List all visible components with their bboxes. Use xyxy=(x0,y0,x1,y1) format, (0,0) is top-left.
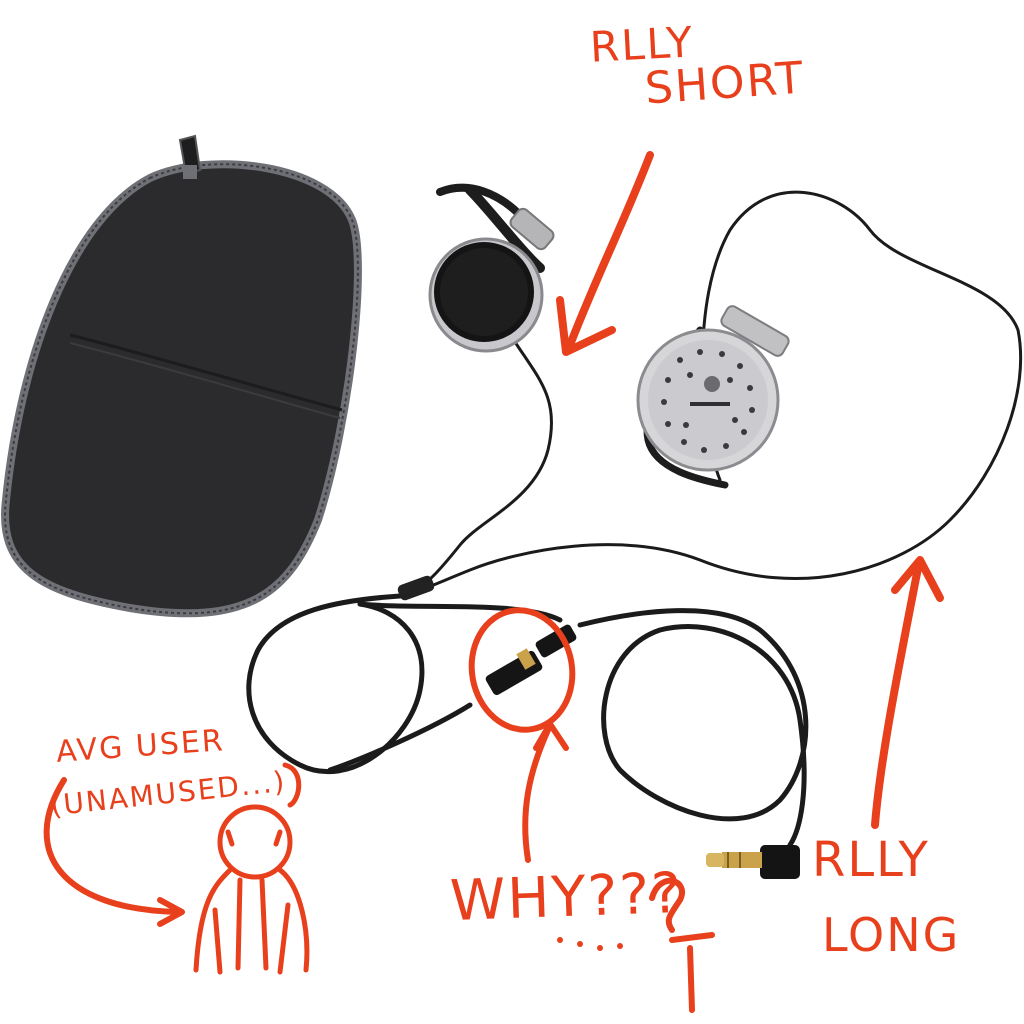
annotation-marks xyxy=(43,151,944,1013)
annotation-short-line2: SHORT xyxy=(643,52,807,115)
person-sketch-icon xyxy=(193,804,310,975)
extension-jack xyxy=(485,624,577,696)
arrow-icon xyxy=(871,564,922,829)
earphone-cable xyxy=(246,190,1023,848)
why-dots xyxy=(557,937,623,951)
annotation-long-line1: RLLY xyxy=(812,832,930,888)
arrow-icon xyxy=(566,151,654,349)
earphone-icon-front xyxy=(636,305,790,489)
stereo-plug-icon xyxy=(706,845,800,879)
annotation-long-line2: LONG xyxy=(822,908,961,962)
zipper-pouch-icon xyxy=(1,134,362,618)
earphone-icon xyxy=(428,183,555,353)
cable-splitter xyxy=(397,575,435,601)
annotation-why: WHY??? xyxy=(448,860,684,935)
